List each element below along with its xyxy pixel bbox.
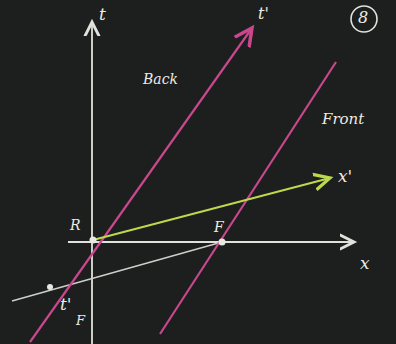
simultaneity-line [12,242,222,301]
axis-label: R [70,218,81,232]
axis-label: Front [322,112,364,127]
axis-label: t' [258,6,269,22]
back-worldline [30,28,252,342]
axis-label: x' [338,168,352,185]
front-worldline [160,62,336,334]
number-circle [351,6,377,32]
x-prime-axis [93,178,330,240]
axis-label: x [360,255,370,272]
axis-label: F [214,220,224,234]
axis-label: Back [143,72,178,86]
axis-label: F [76,314,85,327]
axis-label: t [99,6,106,23]
event-r [90,237,97,244]
t-axis [91,22,93,344]
x-axis [68,241,354,243]
axis-label: t' [60,296,72,313]
event-f [219,239,226,246]
event-tf [47,284,53,290]
axis-label: 8 [358,10,368,26]
